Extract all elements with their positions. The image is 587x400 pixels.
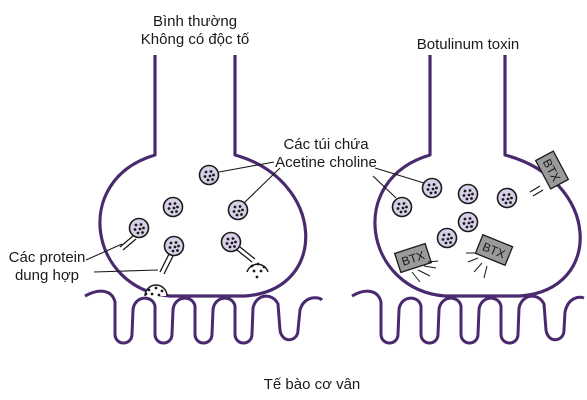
left-fusion-pore-1 [144,284,168,297]
left-muscle-membrane [84,289,324,345]
right-vesicle-4 [391,196,413,218]
left-leader-lines [85,161,281,273]
left-fusion-proteins [119,235,256,275]
left-nerve-terminal-membrane [98,55,308,298]
right-leader-lines [372,167,425,199]
left-vesicle-6 [220,231,242,253]
footer-label: Tế bào cơ vân [263,376,361,393]
vesicles-label-line1: Các túi chứa [283,136,369,153]
left-vesicle-3 [227,199,249,221]
vesicles-label-line2: Acetine choline [275,154,377,171]
right-title: Botulinum toxin [416,36,520,53]
btx-toxin-2: BTX [474,233,514,267]
right-vesicle-2 [457,183,479,205]
left-title-line1: Bình thường [152,13,238,30]
btx-toxin-1-label: BTX [400,248,427,269]
right-nerve-terminal-membrane [373,55,582,298]
btx-toxin-3-anchor [529,185,544,197]
btx-toxin-2-burst [466,252,488,279]
fusion-label-line1: Các protein [8,249,86,266]
left-vesicle-1 [198,164,220,186]
right-vesicle-1 [421,177,443,199]
btx-toxin-1: BTX [393,242,433,274]
left-vesicle-5 [163,235,185,257]
right-vesicle-5 [457,211,479,233]
left-vesicle-4 [128,217,150,239]
left-vesicle-2 [162,196,184,218]
left-title-line2: Không có độc tố [140,31,250,48]
btx-toxin-1-burst [411,260,439,283]
right-vesicle-6 [436,227,458,249]
fusion-label-line2: dung hợp [14,267,80,284]
right-muscle-membrane [351,289,585,345]
btx-toxin-3: BTX [534,150,570,190]
right-vesicle-3 [496,187,518,209]
left-fusion-pore-2 [246,262,269,279]
